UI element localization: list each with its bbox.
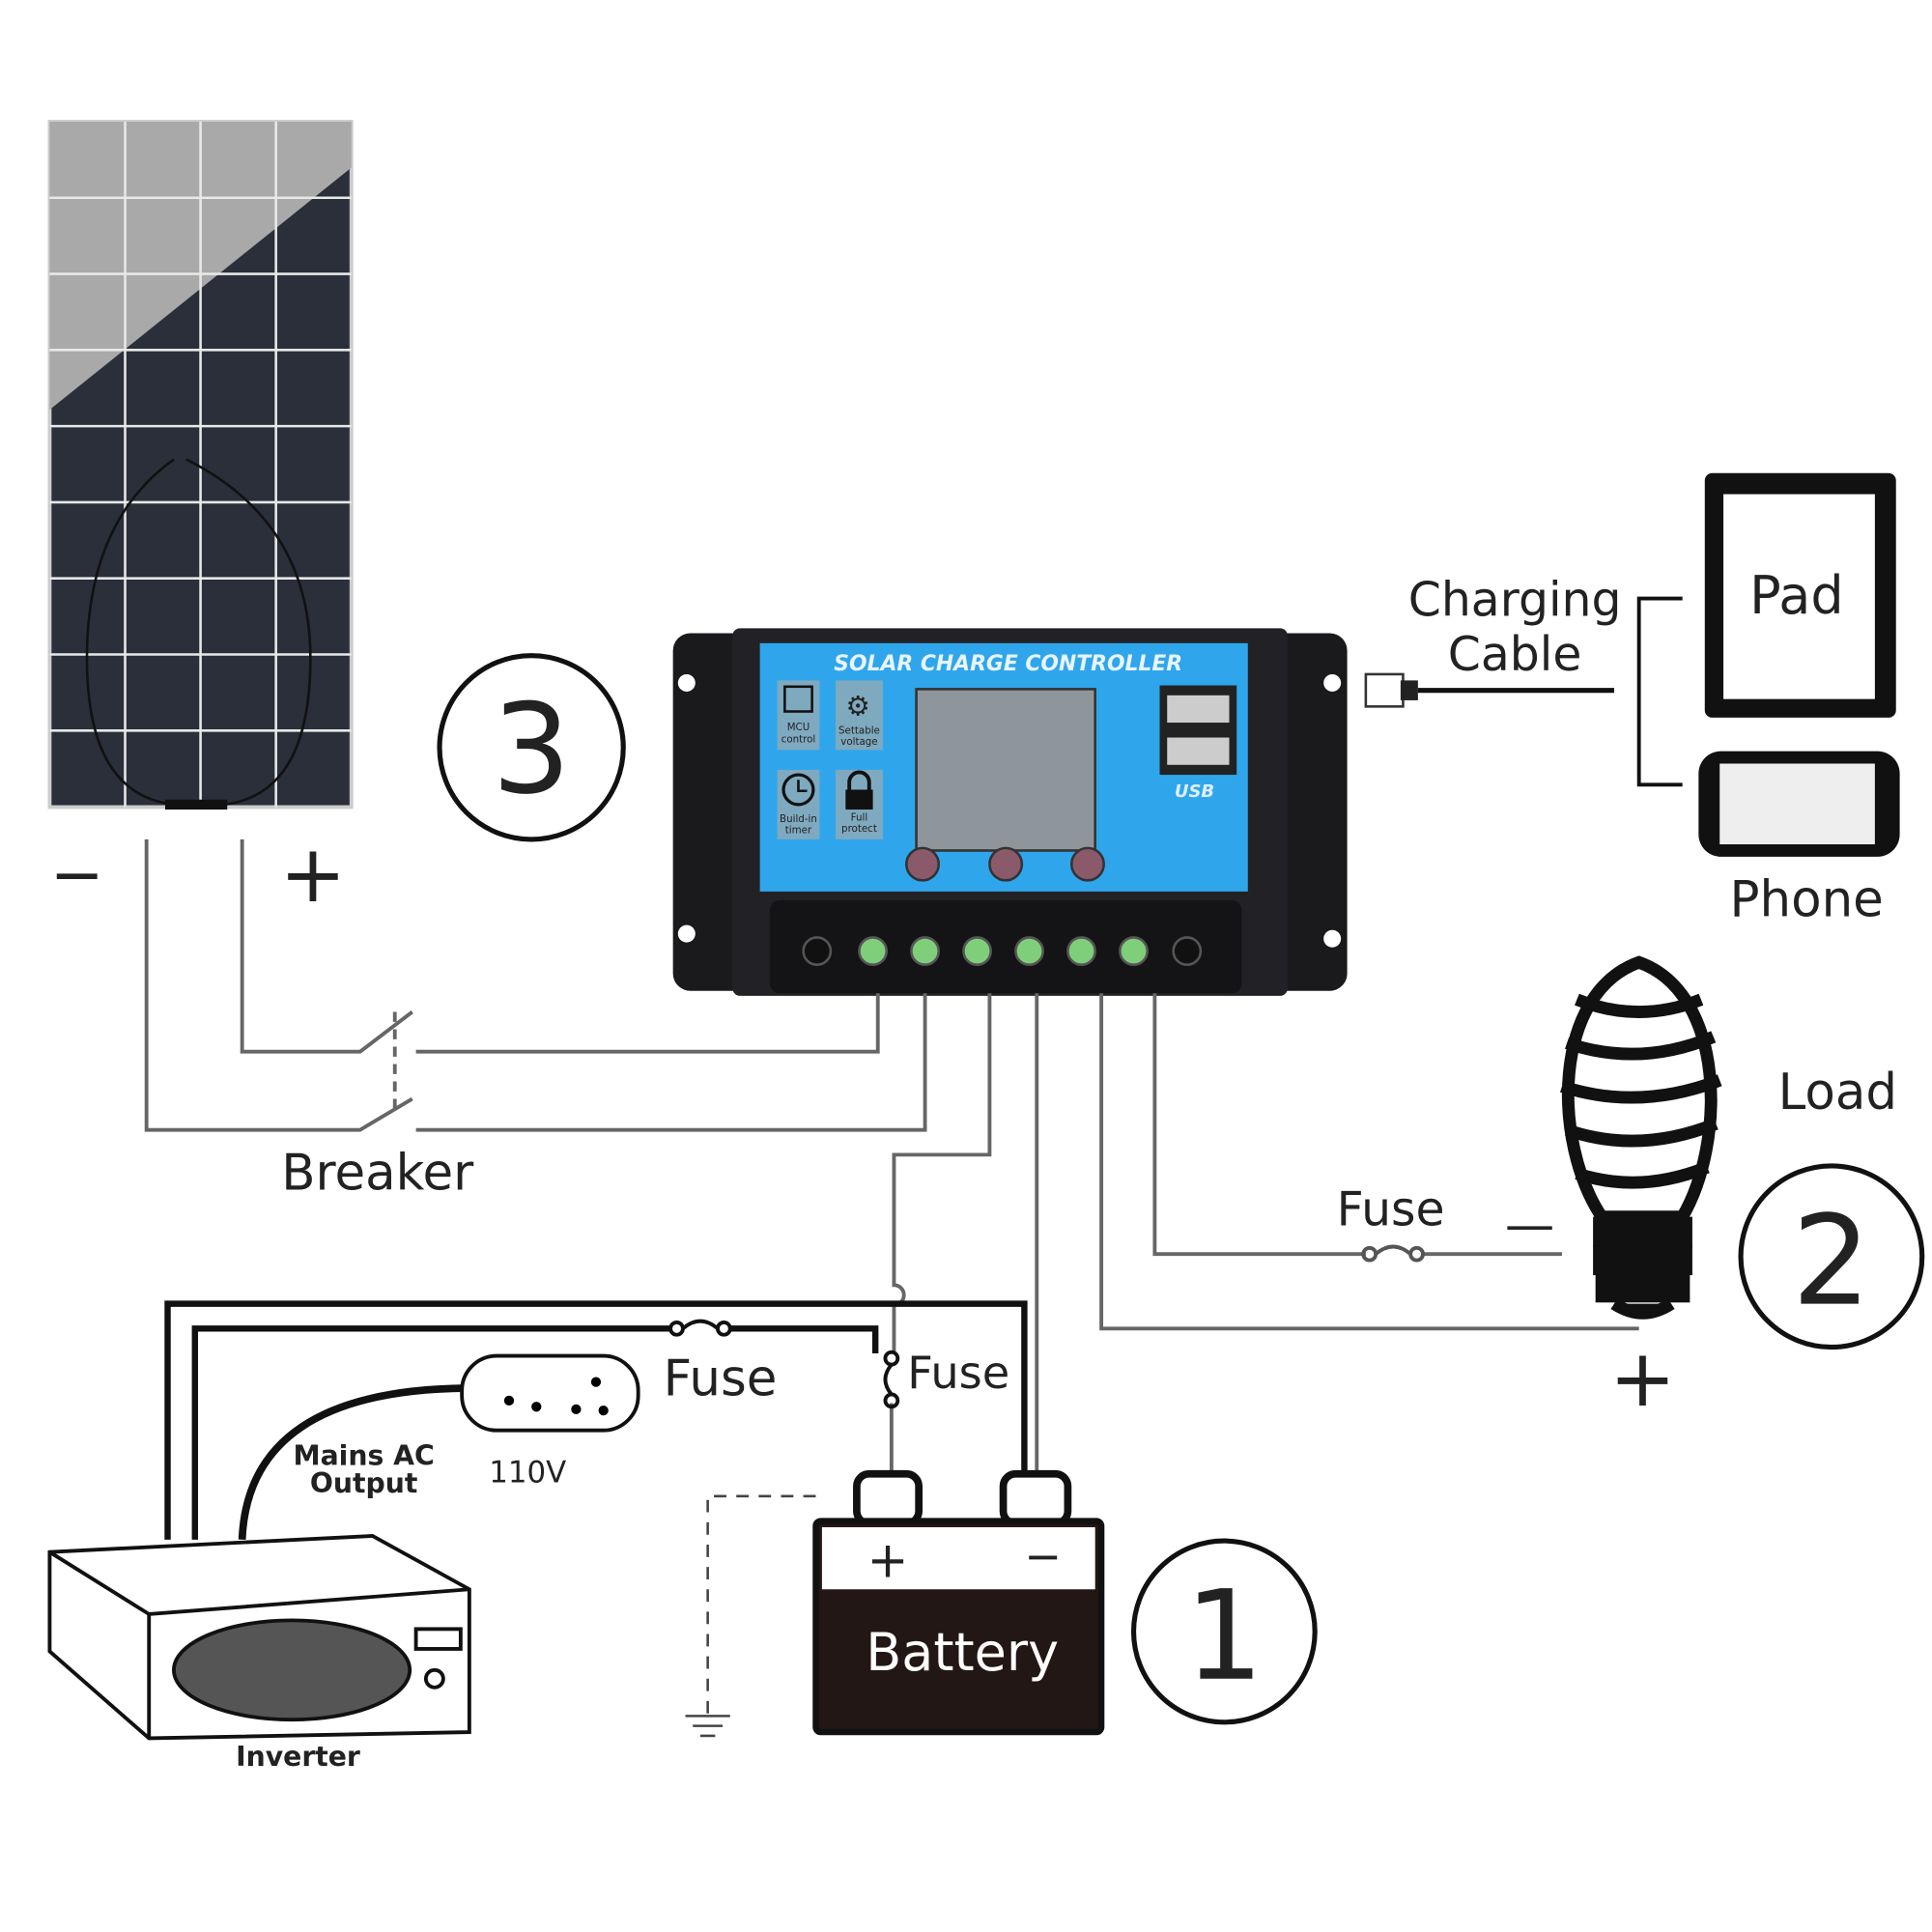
load-label: Load xyxy=(1778,1064,1897,1122)
load-plus-label: + xyxy=(1609,1333,1676,1425)
feature-settable-voltage: ⚙ Settable voltage xyxy=(836,680,883,751)
feature-label: MCU xyxy=(787,722,810,733)
step-3-number: 3 xyxy=(492,678,571,822)
clock-icon xyxy=(781,773,815,807)
voltage-label: 110V xyxy=(489,1456,566,1491)
feature-label: Full xyxy=(851,812,868,824)
charge-controller: SOLAR CHARGE CONTROLLER MCU control ⚙ Se… xyxy=(672,628,1348,996)
feature-label: timer xyxy=(785,824,812,836)
wiring-terminal xyxy=(910,936,941,966)
panel-minus-label: − xyxy=(50,837,104,912)
feature-protect: Full protect xyxy=(836,769,883,839)
wiring-terminal xyxy=(1014,936,1044,966)
step-1-circle xyxy=(1130,1538,1318,1725)
phone-label: Phone xyxy=(1730,871,1884,929)
load-fuse-label: Fuse xyxy=(1337,1182,1445,1237)
wiring-terminal xyxy=(962,936,992,966)
fuse-icon xyxy=(668,1319,732,1337)
lock-icon xyxy=(845,770,873,810)
battery-label: Battery xyxy=(866,1622,1059,1683)
mains-ac-label: Output xyxy=(310,1467,418,1499)
feature-label: Settable xyxy=(838,725,880,737)
down-button[interactable] xyxy=(1069,846,1105,882)
wiring-terminal xyxy=(858,936,889,966)
wiring-terminal xyxy=(1066,936,1096,966)
feature-label: control xyxy=(781,734,816,746)
inverter-label: Inverter xyxy=(236,1741,360,1773)
chip-icon xyxy=(783,685,813,713)
step-2-number: 2 xyxy=(1792,1190,1871,1334)
mounting-screw xyxy=(1172,936,1203,966)
ground-icon xyxy=(685,1715,730,1738)
charging-cable-label: Cable xyxy=(1448,627,1582,682)
load-minus-label: — xyxy=(1505,1196,1554,1254)
panel-plus-label: + xyxy=(279,829,346,921)
wires xyxy=(144,838,1639,1738)
usb-label: USB xyxy=(1175,781,1214,802)
gear-icon: ⚙ xyxy=(846,690,870,722)
battery-minus: − xyxy=(1024,1530,1062,1582)
inverter-fuse-label: Fuse xyxy=(664,1350,778,1408)
power-strip xyxy=(460,1353,640,1433)
feature-label: protect xyxy=(841,823,877,835)
step-2-circle xyxy=(1738,1163,1925,1350)
step-1-number: 1 xyxy=(1184,1565,1264,1709)
battery-fuse-label: Fuse xyxy=(907,1347,1009,1399)
wiring-terminal xyxy=(1119,936,1149,966)
charging-cable-label: Charging xyxy=(1408,573,1622,628)
fuse-icon xyxy=(883,1350,900,1409)
mains-ac-label: Mains AC xyxy=(293,1440,434,1472)
usb-cable xyxy=(1364,672,1614,708)
lcd-screen xyxy=(915,688,1096,852)
step-3-circle xyxy=(437,653,626,842)
feature-label: Build-in xyxy=(780,813,817,825)
battery-plus: + xyxy=(867,1531,908,1589)
mounting-screw xyxy=(802,936,833,966)
battery: + − Battery xyxy=(812,1469,1105,1736)
up-button[interactable] xyxy=(988,846,1024,882)
light-bulb-icon xyxy=(1559,955,1722,1320)
solar-panel xyxy=(47,120,354,810)
controller-title: SOLAR CHARGE CONTROLLER xyxy=(834,652,1182,676)
phone-device xyxy=(1698,751,1900,857)
inverter xyxy=(47,1534,471,1741)
pad-device: Pad xyxy=(1704,472,1896,718)
menu-button[interactable] xyxy=(905,846,941,882)
feature-timer: Build-in timer xyxy=(777,769,820,839)
feature-label: voltage xyxy=(840,736,877,748)
breaker-label: Breaker xyxy=(281,1144,474,1202)
fuse-icon xyxy=(1361,1244,1425,1263)
feature-mcu: MCU control xyxy=(777,680,820,751)
pad-label: Pad xyxy=(1749,565,1843,626)
